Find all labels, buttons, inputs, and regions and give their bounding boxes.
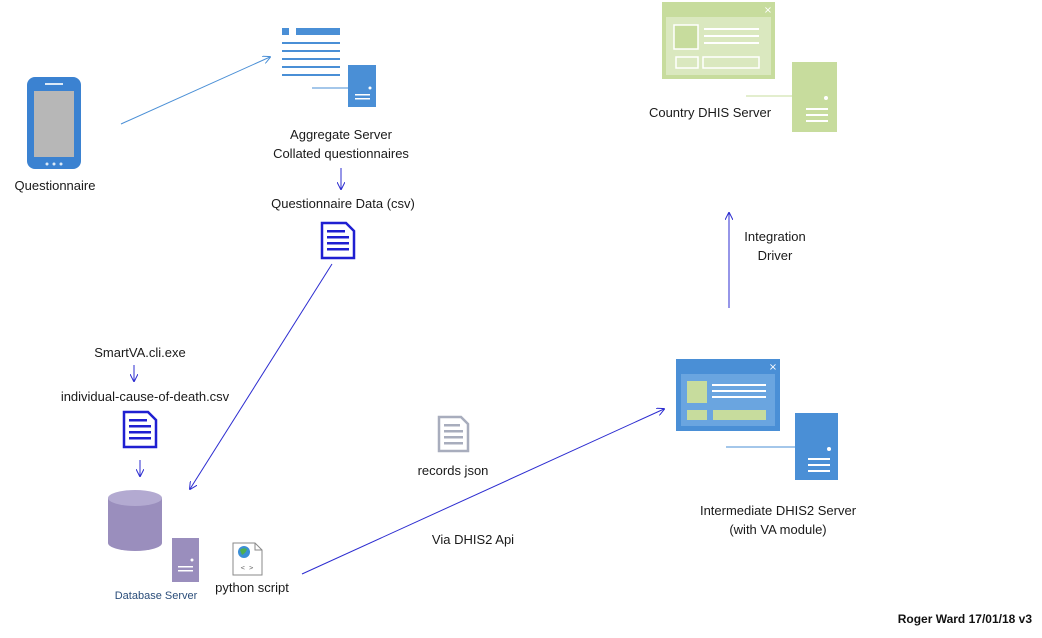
arrow-phone-to-aggregate — [120, 57, 270, 125]
arrow-csv-to-database — [190, 263, 333, 489]
author-signature: Roger Ward 17/01/18 v3 — [897, 612, 1032, 626]
server-icon — [282, 28, 376, 107]
document-icon — [122, 410, 158, 449]
mobile-phone-icon — [27, 77, 81, 169]
integration-driver-line2: Driver — [757, 248, 793, 263]
cause-of-death-label: individual-cause-of-death.csv — [60, 389, 230, 404]
document-icon — [320, 221, 356, 260]
aggregate-server-subtitle: Collated questionnaires — [273, 146, 409, 161]
document-icon — [437, 415, 470, 453]
arrow-script-to-intermediate — [301, 409, 664, 575]
via-api-label: Via DHIS2 Api — [431, 532, 515, 547]
intermediate-server-label: Intermediate DHIS2 Server (with VA modul… — [668, 501, 888, 539]
integration-driver-label: Integration Driver — [725, 227, 825, 265]
svg-text:< >: < > — [241, 564, 254, 572]
aggregate-server-title: Aggregate Server — [290, 127, 392, 142]
database-server-label: Database Server — [114, 590, 198, 602]
intermediate-server-title: Intermediate DHIS2 Server — [699, 503, 857, 518]
country-server-label: Country DHIS Server — [648, 105, 772, 120]
svg-text:×: × — [769, 362, 777, 373]
svg-text:×: × — [764, 5, 772, 16]
python-script-label: python script — [215, 580, 289, 595]
smartva-label: SmartVA.cli.exe — [94, 345, 186, 360]
records-json-label: records json — [417, 463, 489, 478]
intermediate-server-subtitle: (with VA module) — [729, 522, 827, 537]
database-icon — [108, 490, 199, 582]
questionnaire-label: Questionnaire — [14, 178, 96, 193]
script-file-icon: < > — [232, 542, 263, 576]
questionnaire-data-label: Questionnaire Data (csv) — [271, 196, 415, 211]
server-icon: × — [676, 359, 838, 480]
aggregate-server-label: Aggregate Server Collated questionnaires — [241, 125, 441, 163]
server-icon: × — [662, 2, 837, 132]
integration-driver-line1: Integration — [744, 229, 806, 244]
